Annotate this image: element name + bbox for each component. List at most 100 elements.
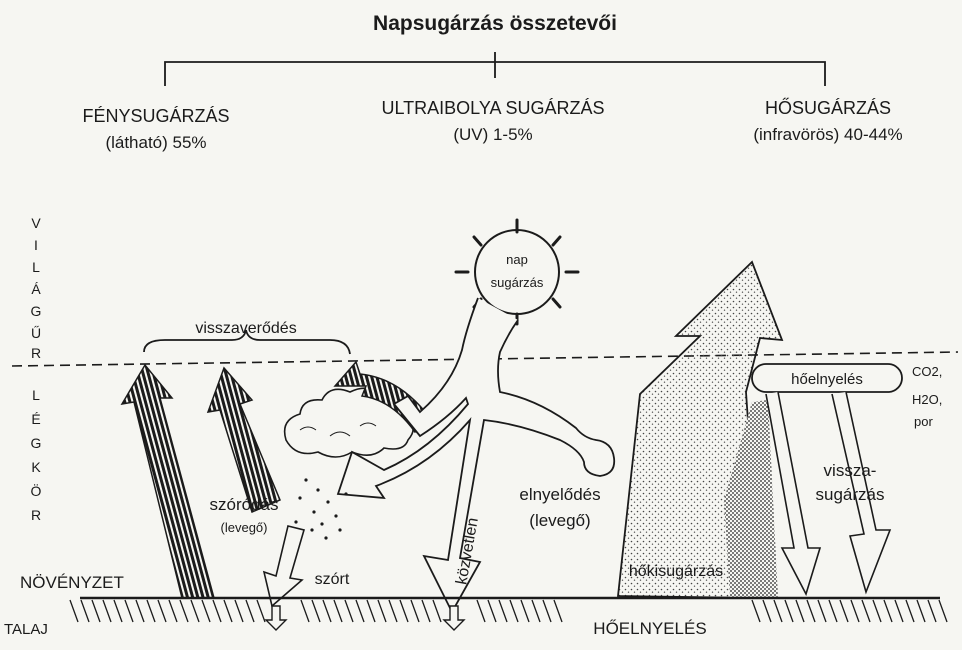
reflected-arrow-left <box>122 365 214 598</box>
ground-hatch-line <box>422 600 430 622</box>
ground-hatch-line <box>180 600 188 622</box>
ground-hatch-line <box>499 600 507 622</box>
space-letter: Á <box>31 281 41 297</box>
gas-co2: CO2, <box>912 364 942 379</box>
ground-hatching <box>70 600 947 622</box>
counter-radiation-label-line2: sugárzás <box>816 485 885 504</box>
ground-hatch-line <box>70 600 78 622</box>
ground-hatch-line <box>356 600 364 622</box>
ground-hatch-line <box>158 600 166 622</box>
ground-hatch-line <box>257 600 265 622</box>
ground-hatch-line <box>191 600 199 622</box>
ground-hatch-line <box>224 600 232 622</box>
ground-hatch-line <box>785 600 793 622</box>
ground-hatch-line <box>92 600 100 622</box>
space-vertical-label: V I L Á G Ű R <box>31 215 42 361</box>
vegetation-label: NÖVÉNYZET <box>20 573 124 592</box>
ground-hatch-line <box>345 600 353 622</box>
soil-label: TALAJ <box>4 621 48 638</box>
ground-hatch-line <box>829 600 837 622</box>
ground-hatch-line <box>895 600 903 622</box>
heat-emission-label: hőkisugárzás <box>629 563 723 580</box>
ground-hatch-line <box>928 600 936 622</box>
ground-hatch-line <box>169 600 177 622</box>
ground-hatch-line <box>334 600 342 622</box>
space-letter: R <box>31 345 41 361</box>
component-uv-detail: (UV) 1-5% <box>453 125 532 144</box>
scattered-arrow <box>264 526 304 606</box>
reflection-label: visszaverődés <box>195 320 296 337</box>
ground-hatch-line <box>312 600 320 622</box>
space-letter: Ű <box>31 325 41 341</box>
absorption-air-label: (levegő) <box>529 511 590 530</box>
heat-absorption-label: hőelnyelés <box>791 371 863 388</box>
ground-hatch-line <box>400 600 408 622</box>
ground-hatch-line <box>532 600 540 622</box>
diagram-title: Napsugárzás összetevői <box>373 12 617 35</box>
ground-hatch-line <box>323 600 331 622</box>
atmosphere-letter: R <box>31 507 41 523</box>
ground-hatch-line <box>433 600 441 622</box>
ground-hatch-line <box>114 600 122 622</box>
ground-hatch-line <box>246 600 254 622</box>
ground-hatch-line <box>906 600 914 622</box>
sun-label-line1: nap <box>506 252 528 267</box>
ground-hatch-line <box>840 600 848 622</box>
component-light-detail: (látható) 55% <box>105 133 206 152</box>
ground-hatch-line <box>862 600 870 622</box>
gas-dust: por <box>914 414 933 429</box>
scattering-label: szóródás <box>210 495 279 514</box>
ground-hatch-line <box>554 600 562 622</box>
ground-hatch-line <box>367 600 375 622</box>
ground-hatch-line <box>389 600 397 622</box>
ground-hatch-line <box>752 600 760 622</box>
ground-hatch-line <box>488 600 496 622</box>
space-letter: L <box>32 259 40 275</box>
ground-hatch-line <box>125 600 133 622</box>
absorption-label: elnyelődés <box>519 485 600 504</box>
ground-hatch-line <box>917 600 925 622</box>
ground-hatch-line <box>301 600 309 622</box>
reflected-arrow-middle <box>208 368 280 512</box>
ground-hatch-line <box>477 600 485 622</box>
component-heat-name: HŐSUGÁRZÁS <box>765 97 891 118</box>
component-heat-detail: (infravörös) 40-44% <box>753 125 902 144</box>
ground-hatch-line <box>884 600 892 622</box>
ground-hatch-line <box>411 600 419 622</box>
soil-arrow-scattered <box>266 606 286 630</box>
space-letter: I <box>34 237 38 253</box>
ground-hatch-line <box>213 600 221 622</box>
ground-hatch-line <box>543 600 551 622</box>
ground-hatch-line <box>378 600 386 622</box>
component-uv-name: ULTRAIBOLYA SUGÁRZÁS <box>381 98 604 118</box>
space-letter: V <box>31 215 41 231</box>
ground-hatch-line <box>939 600 947 622</box>
ground-hatch-line <box>873 600 881 622</box>
atmosphere-letter: K <box>31 459 41 475</box>
ground-heat-absorption-label: HŐELNYELÉS <box>593 619 706 638</box>
sun-label-line2: sugárzás <box>491 275 544 290</box>
atmosphere-vertical-label: L É G K Ö R <box>31 387 42 523</box>
ground-hatch-line <box>774 600 782 622</box>
component-light-name: FÉNYSUGÁRZÁS <box>82 106 229 126</box>
ground-hatch-line <box>818 600 826 622</box>
gases-label: CO2, H2O, por <box>912 364 942 429</box>
gas-h2o: H2O, <box>912 392 942 407</box>
ground-hatch-line <box>147 600 155 622</box>
atmosphere-letter: G <box>31 435 42 451</box>
atmosphere-letter: É <box>31 411 40 427</box>
ground-hatch-line <box>510 600 518 622</box>
ground-hatch-line <box>202 600 210 622</box>
counter-radiation-label-line1: vissza- <box>824 461 877 480</box>
atmosphere-letter: Ö <box>31 482 42 499</box>
ground-hatch-line <box>807 600 815 622</box>
space-letter: G <box>31 303 42 319</box>
scattering-air-label: (levegő) <box>221 520 268 535</box>
ground-hatch-line <box>103 600 111 622</box>
atmosphere-letter: L <box>32 387 40 403</box>
ground-hatch-line <box>521 600 529 622</box>
ground-hatch-line <box>763 600 771 622</box>
ground-hatch-line <box>81 600 89 622</box>
